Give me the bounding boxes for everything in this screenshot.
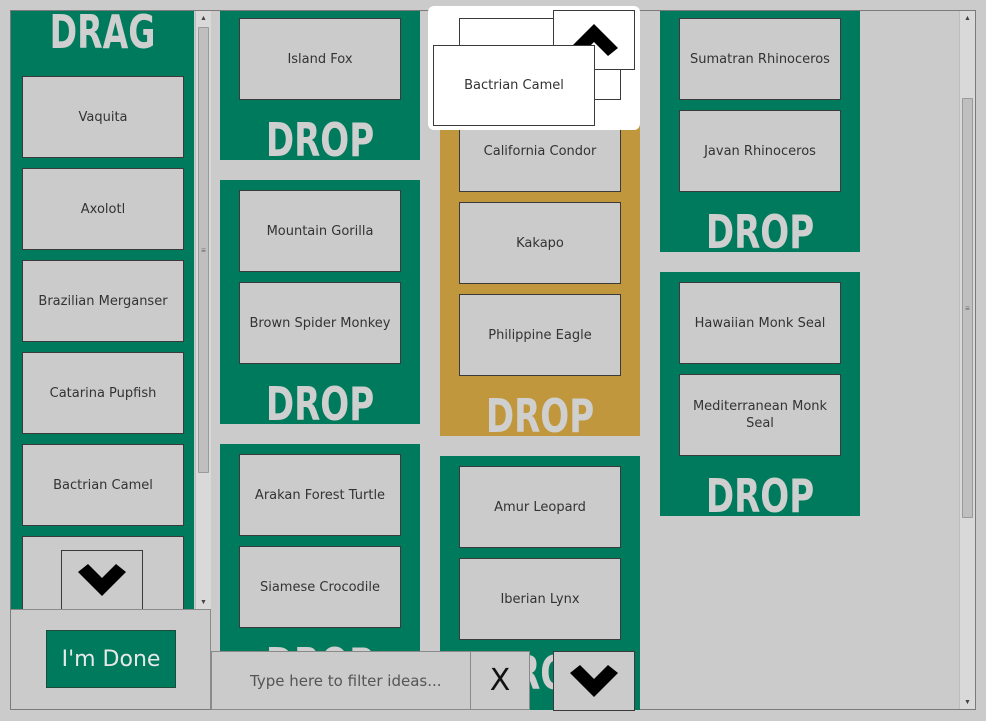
drop-item[interactable]: Mountain Gorilla xyxy=(239,190,401,272)
drop-item[interactable]: Mediterranean Monk Seal xyxy=(679,374,841,456)
drag-item[interactable]: Catarina Pupfish xyxy=(22,352,184,434)
scroll-down-arrow-icon[interactable]: ▼ xyxy=(964,698,971,706)
scroll-up-arrow-icon[interactable]: ▲ xyxy=(964,14,971,22)
drop-item[interactable]: Arakan Forest Turtle xyxy=(239,454,401,536)
drop-item[interactable]: Kakapo xyxy=(459,202,621,284)
clear-filter-button[interactable]: X xyxy=(470,651,530,710)
drop-item[interactable]: Brown Spider Monkey xyxy=(239,282,401,364)
chevron-down-icon xyxy=(570,665,618,697)
done-button[interactable]: I'm Done xyxy=(46,630,176,688)
scroll-thumb[interactable]: ≡ xyxy=(198,27,209,473)
drop-item[interactable]: Siamese Crocodile xyxy=(239,546,401,628)
drag-panel-scrollbar[interactable]: ▲ ≡ ▼ xyxy=(195,11,211,609)
chevron-down-icon xyxy=(78,564,126,596)
columns-scroll-down-button[interactable] xyxy=(553,651,635,711)
drag-item[interactable]: Bactrian Camel xyxy=(22,444,184,526)
drag-item[interactable]: Axolotl xyxy=(22,168,184,250)
main-scrollbar[interactable]: ▲ ≡ ▼ xyxy=(959,11,975,709)
drop-item[interactable]: Amur Leopard xyxy=(459,466,621,548)
drop-item[interactable]: Javan Rhinoceros xyxy=(679,110,841,192)
drop-item[interactable]: Island Fox xyxy=(239,18,401,100)
drop-item[interactable]: Hawaiian Monk Seal xyxy=(679,282,841,364)
drop-zone-label: DROP xyxy=(485,389,595,436)
drop-zone-label: DROP xyxy=(705,205,815,252)
drop-zone-label: DROP xyxy=(265,377,375,424)
scroll-down-arrow-icon[interactable]: ▼ xyxy=(200,598,207,606)
filter-input[interactable] xyxy=(211,651,471,710)
drag-item[interactable]: Vaquita xyxy=(22,76,184,158)
drop-zone-label: DROP xyxy=(265,113,375,160)
scroll-thumb[interactable]: ≡ xyxy=(962,98,973,518)
drag-item[interactable]: Brazilian Merganser xyxy=(22,260,184,342)
drop-zone-label: DROP xyxy=(705,469,815,516)
drag-panel-title: DRAG xyxy=(49,11,156,59)
drop-item[interactable]: Sumatran Rhinoceros xyxy=(679,18,841,100)
drop-item[interactable]: Iberian Lynx xyxy=(459,558,621,640)
dragged-item[interactable]: Bactrian Camel xyxy=(433,45,595,126)
drag-scroll-down-button[interactable] xyxy=(61,550,143,610)
drop-item[interactable]: Philippine Eagle xyxy=(459,294,621,376)
scroll-up-arrow-icon[interactable]: ▲ xyxy=(200,14,207,22)
